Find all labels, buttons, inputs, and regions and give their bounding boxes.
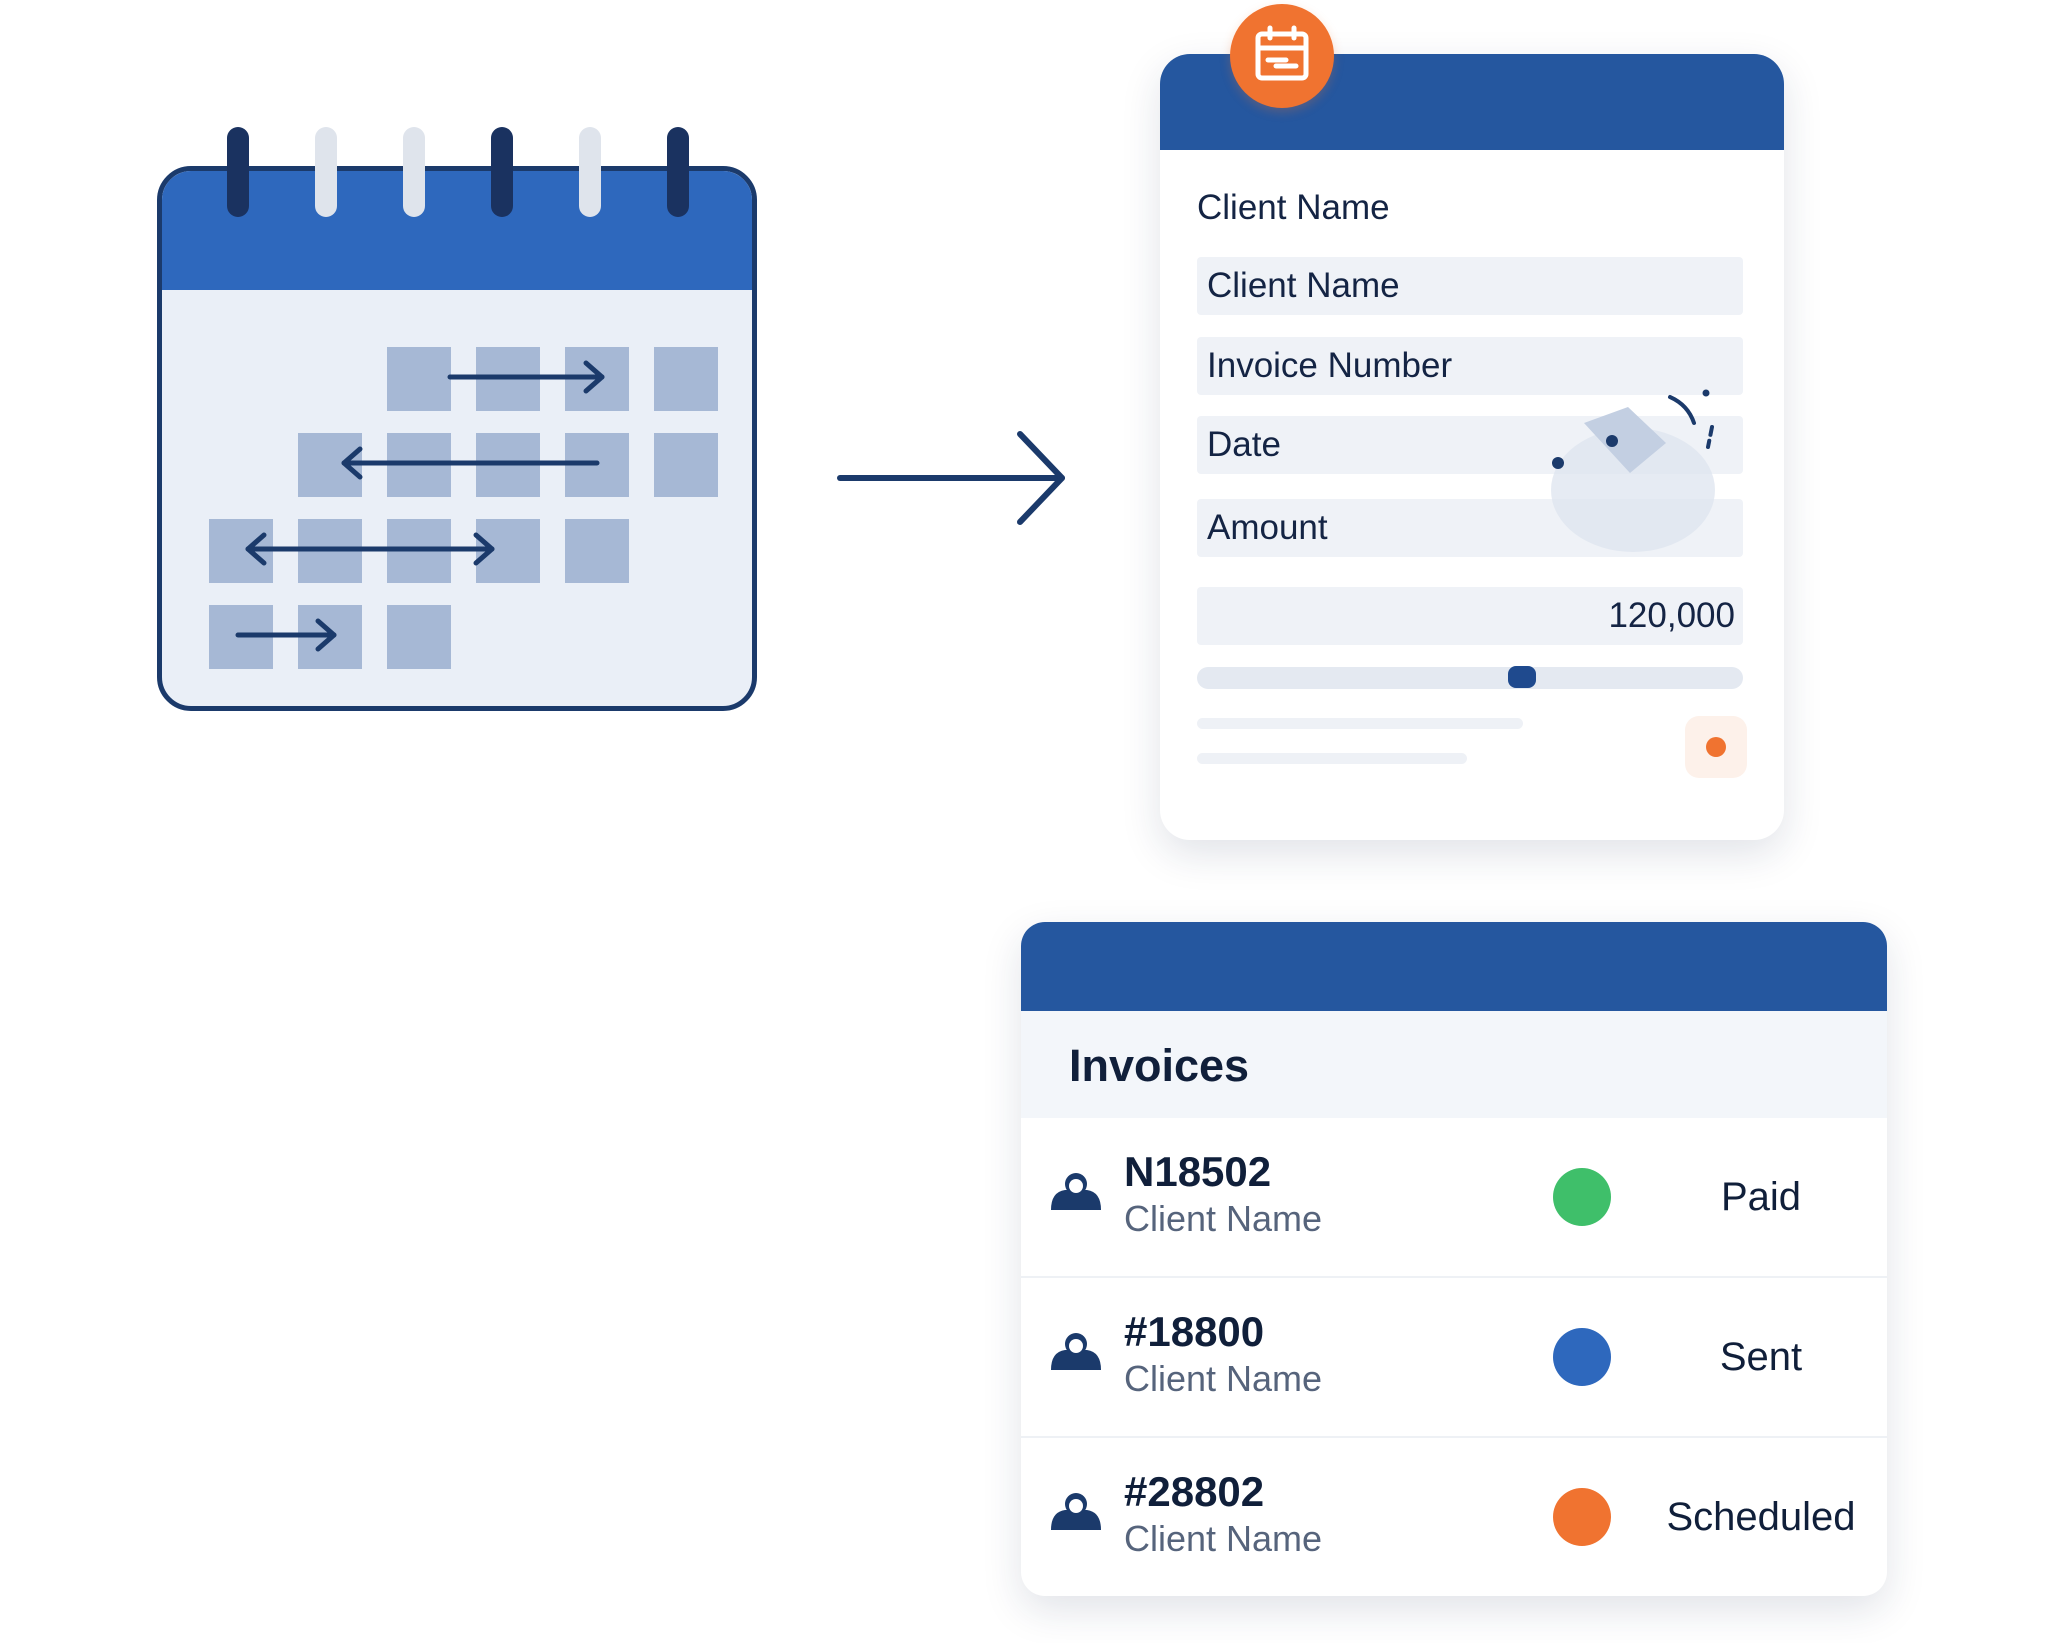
binder-ring — [667, 127, 689, 217]
row-divider — [1021, 1436, 1887, 1438]
amount-field-label: Amount — [1207, 508, 1328, 547]
calendar-cell — [387, 605, 451, 669]
right-arrow-icon — [837, 431, 1065, 525]
status-dot — [1553, 1168, 1611, 1226]
binder-ring — [315, 127, 337, 217]
invoice-number-field[interactable]: Invoice Number — [1197, 337, 1743, 395]
invoice-number: N18502 — [1124, 1148, 1272, 1195]
binder-ring — [227, 127, 249, 217]
invoice-row[interactable]: N18502 Client Name Paid — [1021, 1118, 1887, 1278]
calendar-cell — [565, 519, 629, 583]
invoice-number-field-label: Invoice Number — [1207, 346, 1453, 385]
status-label: Paid — [1720, 1175, 1802, 1219]
invoices-title: Invoices — [1069, 1040, 1250, 1091]
invoice-client: Client Name — [1124, 1358, 1323, 1399]
binder-ring — [403, 127, 425, 217]
amount-slider-thumb[interactable] — [1507, 666, 1536, 688]
client-name-field[interactable]: Client Name — [1197, 257, 1743, 315]
calendar-cell — [654, 347, 718, 411]
status-dot — [1553, 1328, 1611, 1386]
list-title-band — [1021, 1011, 1887, 1118]
form-label: Client Name — [1197, 188, 1390, 227]
placeholder-line — [1197, 753, 1467, 764]
calendar-cell — [654, 433, 718, 497]
invoice-number: #18800 — [1124, 1308, 1265, 1355]
list-card-header — [1021, 922, 1887, 1011]
client-name-field-label: Client Name — [1207, 266, 1400, 305]
invoice-number: #28802 — [1124, 1468, 1265, 1515]
amount-value: 120,000 — [1608, 596, 1735, 635]
amount-slider-track[interactable] — [1197, 667, 1743, 689]
schedule-arrows-icon — [235, 360, 605, 652]
calendar-clock-icon — [1230, 4, 1334, 108]
status-dot — [1553, 1488, 1611, 1546]
invoice-row[interactable]: #18800 Client Name Sent — [1021, 1278, 1887, 1438]
amount-value-field[interactable]: 120,000 — [1197, 587, 1743, 645]
invoices-list-card: Invoices N18502 Client Name Paid #18800 … — [1021, 922, 1887, 1596]
calendar-header — [162, 171, 752, 290]
row-divider — [1021, 1276, 1887, 1278]
status-label: Scheduled — [1666, 1495, 1856, 1539]
invoice-client: Client Name — [1124, 1518, 1323, 1559]
invoice-row[interactable]: #28802 Client Name Scheduled — [1021, 1438, 1887, 1596]
binder-ring — [579, 127, 601, 217]
calendar-illustration — [157, 166, 757, 711]
status-indicator-dot — [1706, 737, 1726, 757]
user-avatar-icon — [1051, 1173, 1101, 1210]
invoice-client: Client Name — [1124, 1198, 1323, 1239]
date-field-label: Date — [1207, 425, 1281, 464]
binder-ring — [491, 127, 513, 217]
user-avatar-icon — [1051, 1333, 1101, 1370]
status-indicator-button[interactable] — [1685, 716, 1747, 778]
user-avatar-icon — [1051, 1493, 1101, 1530]
calendar-cell — [387, 347, 451, 411]
placeholder-line — [1197, 718, 1523, 729]
hand-pointer-icon — [1551, 389, 1715, 552]
status-label: Sent — [1719, 1335, 1803, 1379]
